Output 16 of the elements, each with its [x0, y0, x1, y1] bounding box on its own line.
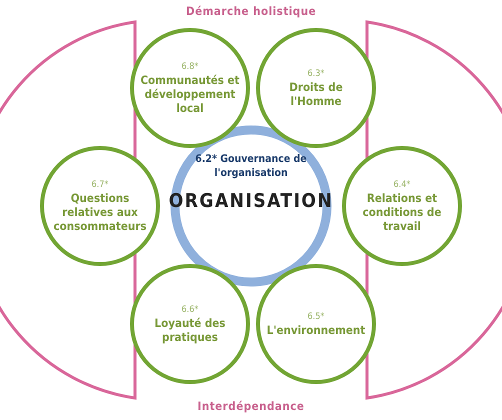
issue-label: Droits de l'Homme	[288, 80, 344, 108]
issue-label: Loyauté des pratiques	[154, 316, 226, 344]
issue-label: L'environnement	[266, 322, 366, 336]
clause-number: 6.7*	[92, 180, 108, 190]
clause-number: 6.3*	[308, 68, 324, 78]
bracket-label: Démarche holistique	[186, 4, 316, 18]
center-title: ORGANISATION	[168, 190, 334, 212]
bracket-label: Interdépendance	[198, 399, 304, 413]
clause-number: 6.4*	[394, 180, 410, 190]
clause-number: 6.8*	[182, 62, 198, 72]
issue-label: Communautés et développement local	[139, 72, 241, 114]
clause-number: 6.5*	[308, 312, 324, 322]
clause-number: 6.6*	[182, 304, 198, 314]
issue-label: Relations et conditions de travail	[362, 190, 442, 232]
governance-label: 6.2* Gouvernance de l'organisation	[194, 152, 308, 180]
issue-label: Questions relatives aux consommateurs	[52, 190, 148, 232]
